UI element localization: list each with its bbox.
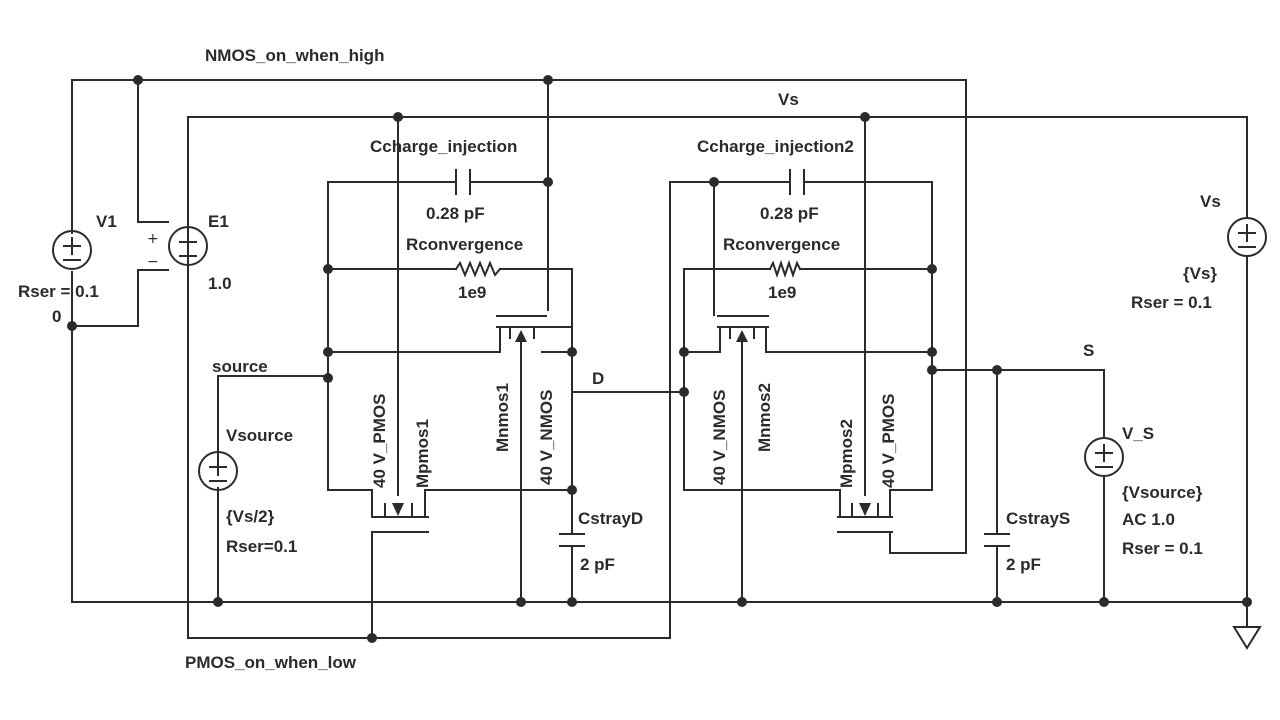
resistor-rconvergence2-icon bbox=[768, 259, 802, 279]
vsource-name: Vsource bbox=[226, 426, 293, 445]
voltage-source-v1-icon bbox=[52, 230, 92, 270]
r-conv1-name: Rconvergence bbox=[406, 235, 523, 254]
v1-name: V1 bbox=[96, 212, 117, 231]
voltage-source-vsource-icon bbox=[198, 451, 238, 491]
r-conv2-value: 1e9 bbox=[768, 283, 796, 302]
capacitor-ccharge-injection-icon bbox=[455, 169, 471, 195]
e1-gain: 1.0 bbox=[208, 274, 232, 293]
net-label-nmos-on-when-high: NMOS_on_when_high bbox=[205, 46, 384, 65]
net-label-d: D bbox=[592, 369, 604, 388]
net-label-source: source bbox=[212, 357, 268, 376]
mpmos1-model: 40 V_PMOS bbox=[370, 394, 389, 489]
mpmos2-name: Mpmos2 bbox=[837, 419, 856, 488]
mnmos1-name: Mnmos1 bbox=[493, 383, 512, 452]
c-inj2-value: 0.28 pF bbox=[760, 204, 819, 223]
v-s-ac: AC 1.0 bbox=[1122, 510, 1175, 529]
e1-plus-sign: + bbox=[147, 231, 159, 247]
vsource-rser: Rser=0.1 bbox=[226, 537, 297, 556]
e1-minus-sign: − bbox=[147, 254, 159, 270]
v-s-rser: Rser = 0.1 bbox=[1122, 539, 1203, 558]
mpmos1-name: Mpmos1 bbox=[413, 419, 432, 488]
e1-name: E1 bbox=[208, 212, 229, 231]
capacitor-cstrays-icon bbox=[984, 533, 1010, 557]
ground-icon bbox=[1232, 626, 1262, 650]
net-label-pmos-on-when-low: PMOS_on_when_low bbox=[185, 653, 357, 672]
mosfet-mpmos2-icon bbox=[837, 503, 893, 533]
v1-value: 0 bbox=[52, 307, 61, 326]
mosfet-mpmos1-icon bbox=[371, 503, 429, 533]
mnmos2-name: Mnmos2 bbox=[755, 383, 774, 452]
mnmos2-model: 40 V_NMOS bbox=[710, 390, 729, 485]
cstrayd-value: 2 pF bbox=[580, 555, 615, 574]
capacitor-ccharge-injection2-icon bbox=[789, 169, 805, 195]
junction-dots bbox=[67, 75, 1252, 643]
c-inj1-value: 0.28 pF bbox=[426, 204, 485, 223]
resistor-rconvergence-icon bbox=[454, 260, 502, 278]
voltage-source-v-s-icon bbox=[1084, 437, 1124, 477]
wires bbox=[71, 79, 1248, 639]
net-label-vs: Vs bbox=[778, 90, 799, 109]
labels: NMOS_on_when_high Vs PMOS_on_when_low so… bbox=[18, 46, 1221, 672]
mpmos2-model: 40 V_PMOS bbox=[879, 394, 898, 489]
v-s-name: V_S bbox=[1122, 424, 1154, 443]
vs-source-rser: Rser = 0.1 bbox=[1131, 293, 1212, 312]
capacitor-cstrayd-icon bbox=[559, 533, 585, 557]
vsource-value: {Vs/2} bbox=[226, 507, 275, 526]
net-label-s: S bbox=[1083, 341, 1094, 360]
r-conv2-name: Rconvergence bbox=[723, 235, 840, 254]
mnmos1-model: 40 V_NMOS bbox=[537, 390, 556, 485]
c-inj2-name: Ccharge_injection2 bbox=[697, 137, 854, 156]
c-inj1-name: Ccharge_injection bbox=[370, 137, 517, 156]
v-s-value: {Vsource} bbox=[1122, 483, 1203, 502]
vcvs-e1-icon bbox=[168, 226, 208, 266]
cstrays-name: CstrayS bbox=[1006, 509, 1070, 528]
vs-source-name: Vs bbox=[1200, 192, 1221, 211]
vs-source-value: {Vs} bbox=[1183, 264, 1217, 283]
cstrays-value: 2 pF bbox=[1006, 555, 1041, 574]
r-conv1-value: 1e9 bbox=[458, 283, 486, 302]
v1-rser: Rser = 0.1 bbox=[18, 282, 99, 301]
cstrayd-name: CstrayD bbox=[578, 509, 643, 528]
voltage-source-vs-icon bbox=[1227, 217, 1267, 257]
mosfet-mnmos2-icon bbox=[717, 315, 769, 342]
mosfet-mnmos1-icon bbox=[496, 315, 547, 342]
